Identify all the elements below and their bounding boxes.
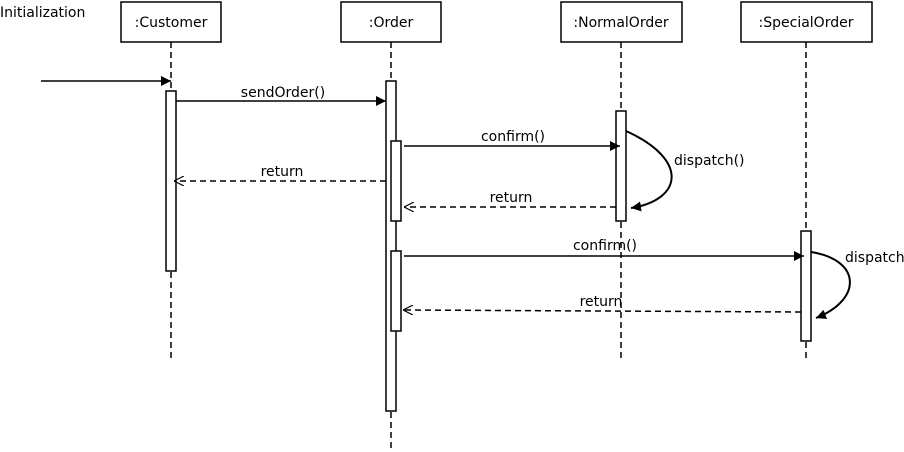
lifeline-special-order-label: :SpecialOrder xyxy=(759,15,854,31)
lifeline-order-head xyxy=(340,1,442,43)
message-confirm-special-label: confirm() xyxy=(573,238,637,254)
activation-order-confirm-special xyxy=(390,250,402,332)
message-dispatch-special-arrow xyxy=(810,251,851,320)
message-return-normal-label: return xyxy=(490,190,533,206)
lifeline-normal-order: :NormalOrder xyxy=(560,1,683,360)
lifeline-normal-order-label: :NormalOrder xyxy=(573,15,668,31)
lifeline-customer-head xyxy=(120,1,222,43)
activation-normal-order xyxy=(615,110,627,222)
message-confirm-normal-label: confirm() xyxy=(481,129,545,145)
message-return-special-arrow xyxy=(403,310,802,312)
message-return-customer-label: return xyxy=(261,164,304,180)
message-dispatch-special-label: dispatch xyxy=(845,250,904,266)
lifeline-special-order-head xyxy=(740,1,873,43)
activation-order-main xyxy=(385,80,397,412)
message-return-special-label: return xyxy=(580,294,623,310)
message-dispatch-normal-label: dispatch() xyxy=(674,153,745,169)
initialization-label: Initialization xyxy=(0,5,85,21)
message-dispatch-normal-arrow xyxy=(625,130,673,212)
message-sendorder-label: sendOrder() xyxy=(241,85,325,101)
lifeline-normal-order-head xyxy=(560,1,683,43)
activation-order-confirm-normal xyxy=(390,140,402,222)
activation-special-order xyxy=(800,230,812,342)
lifeline-order-label: :Order xyxy=(369,15,414,31)
lifeline-customer-label: :Customer xyxy=(135,15,208,31)
lifeline-order: :Order xyxy=(340,1,442,452)
